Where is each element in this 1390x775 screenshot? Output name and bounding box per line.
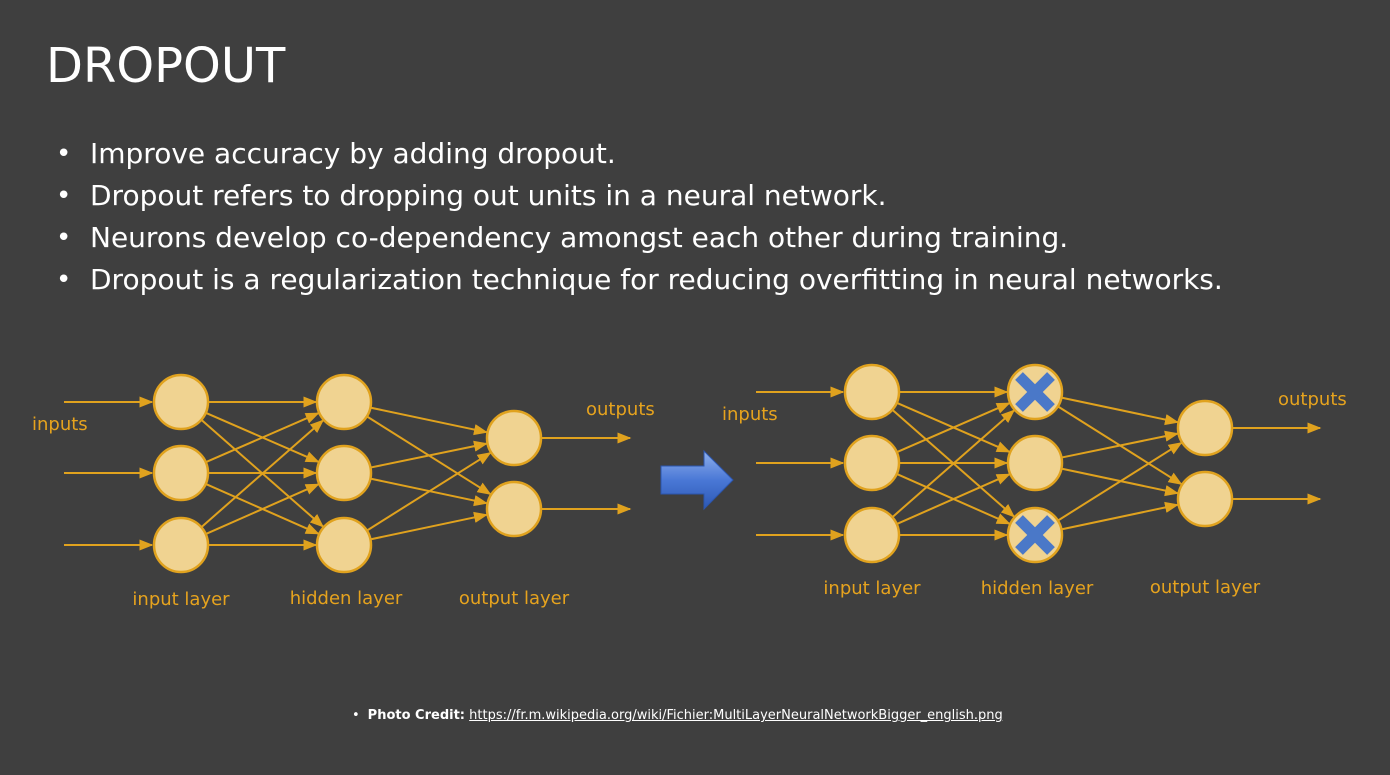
credit-label: Photo Credit: <box>367 708 466 723</box>
network-before: inputs outputs input layer hidden layer … <box>32 373 655 610</box>
input-neuron <box>843 434 901 492</box>
input-neuron <box>843 506 901 564</box>
hidden-neuron <box>315 444 373 502</box>
inputs-label: inputs <box>32 414 88 435</box>
transition-arrow-icon <box>660 449 734 511</box>
edges-after <box>756 386 1322 541</box>
edges-before <box>64 396 632 551</box>
input-neuron <box>152 444 210 502</box>
connection-arrow <box>370 406 488 436</box>
bullet-icon: • <box>56 181 72 211</box>
photo-credit: • Photo Credit: https://fr.m.wikipedia.or… <box>352 708 1003 723</box>
connection-arrow <box>200 419 325 528</box>
hidden-layer-label: hidden layer <box>290 588 403 609</box>
output-neuron <box>485 409 543 467</box>
output-neuron <box>1176 399 1234 457</box>
outputs-label: outputs <box>586 399 655 420</box>
output-neuron <box>485 480 543 538</box>
credit-link[interactable]: https://fr.m.wikipedia.org/wiki/Fichier:… <box>469 708 1003 723</box>
hidden-neuron <box>315 516 373 574</box>
bullet-icon: • <box>56 265 72 295</box>
bullet-item: • Dropout refers to dropping out units in… <box>56 175 1223 217</box>
connection-arrow <box>891 409 1016 518</box>
connection-arrow <box>366 452 492 532</box>
connection-arrow <box>370 511 488 541</box>
bullet-text: Dropout refers to dropping out units in … <box>90 179 887 212</box>
connection-arrow <box>896 473 1011 526</box>
connection-arrow <box>205 412 320 464</box>
bullet-icon: • <box>56 139 72 169</box>
connection-arrow <box>1061 501 1179 531</box>
hidden-neuron <box>1006 434 1064 492</box>
connection-arrow <box>370 440 488 469</box>
input-layer-label: input layer <box>132 589 230 610</box>
hidden-layer-label: hidden layer <box>981 578 1094 599</box>
nodes-after <box>843 363 1234 564</box>
bullet-item: • Dropout is a regularization technique f… <box>56 259 1223 301</box>
input-neuron <box>843 363 901 421</box>
bullet-text: Dropout is a regularization technique fo… <box>90 263 1223 296</box>
bullet-text: Improve accuracy by adding dropout. <box>90 137 616 170</box>
hidden-neuron <box>315 373 373 431</box>
bullet-list: • Improve accuracy by adding dropout. • Dr… <box>56 133 1223 301</box>
dropout-x-icon <box>1015 515 1055 555</box>
bullet-item: • Neurons develop co-dependency amongst e… <box>56 217 1223 259</box>
connection-arrow <box>1057 442 1183 522</box>
slide-title: DROPOUT <box>46 38 286 94</box>
bullet-item: • Improve accuracy by adding dropout. <box>56 133 1223 175</box>
connection-arrow <box>896 402 1011 454</box>
bullet-icon: • <box>56 223 72 253</box>
bullet-text: Neurons develop co-dependency amongst ea… <box>90 221 1069 254</box>
connection-arrow <box>205 483 320 536</box>
dropout-x-icon <box>1015 372 1055 412</box>
input-neuron <box>152 516 210 574</box>
outputs-label: outputs <box>1278 389 1347 410</box>
output-neuron <box>1176 470 1234 528</box>
dropout-diagram: inputs outputs input layer hidden layer … <box>32 363 1347 610</box>
input-layer-label: input layer <box>823 578 921 599</box>
output-layer-label: output layer <box>459 588 570 609</box>
inputs-label: inputs <box>722 404 778 425</box>
nodes-before <box>152 373 543 574</box>
network-after: inputs outputs input layer hidden layer … <box>722 363 1347 599</box>
connection-arrow <box>1061 430 1179 459</box>
output-layer-label: output layer <box>1150 577 1261 598</box>
connection-arrow <box>1061 396 1179 426</box>
bullet-icon: • <box>352 708 360 723</box>
input-neuron <box>152 373 210 431</box>
